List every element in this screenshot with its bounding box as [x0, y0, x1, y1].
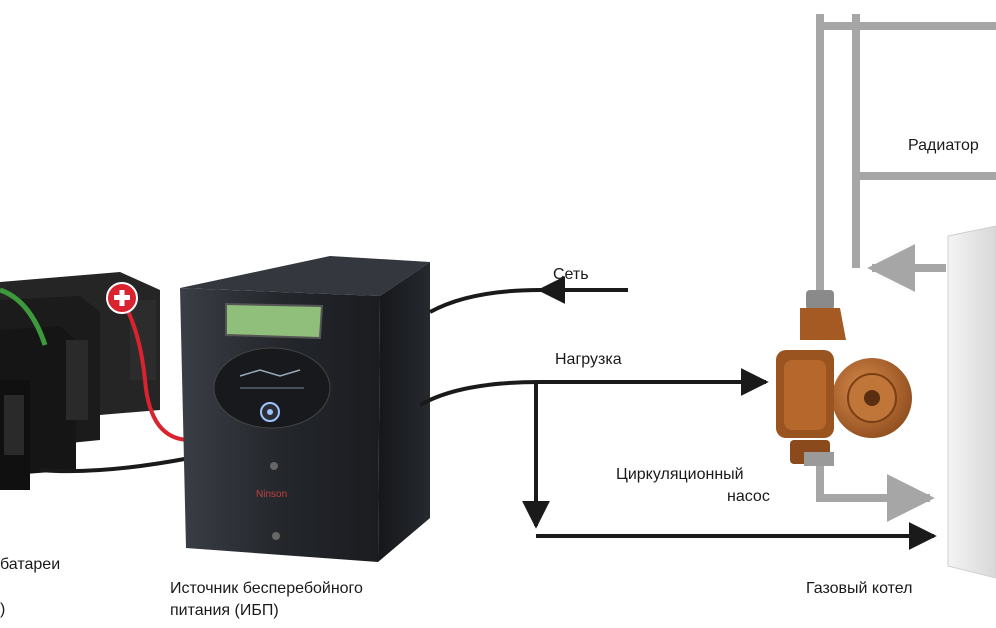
gas-boiler — [947, 225, 996, 579]
green-wire — [0, 287, 48, 346]
label-network: Сеть — [553, 266, 589, 283]
network-cable-curve — [429, 288, 541, 314]
ups-top — [180, 256, 430, 296]
circulation-pump — [776, 290, 912, 466]
red-wire — [120, 298, 191, 442]
label-radiator: Радиатор — [908, 137, 979, 154]
power-button-icon[interactable] — [260, 402, 280, 422]
label-pump-line2: насос — [727, 488, 770, 505]
ups-unit: Ninson — [180, 256, 430, 562]
ups-side — [378, 262, 430, 562]
label-batteries-cut: ) — [0, 601, 5, 618]
load-cable-curve — [419, 380, 541, 407]
label-ups-line2: питания (ИБП) — [170, 602, 279, 619]
plus-terminal-icon — [106, 282, 138, 314]
label-batteries: батареи — [0, 556, 60, 573]
label-ups-line1: Источник бесперебойного — [170, 580, 363, 597]
batteries — [0, 272, 160, 490]
ups-screen — [225, 302, 324, 340]
label-pump-line1: Циркуляционный — [616, 466, 744, 483]
ups-brand: Ninson — [256, 489, 287, 500]
cables — [419, 276, 937, 550]
label-load: Нагрузка — [555, 351, 622, 368]
pipe-pump-down — [816, 450, 935, 522]
black-wire — [39, 456, 191, 474]
label-boiler: Газовый котел — [806, 580, 913, 597]
